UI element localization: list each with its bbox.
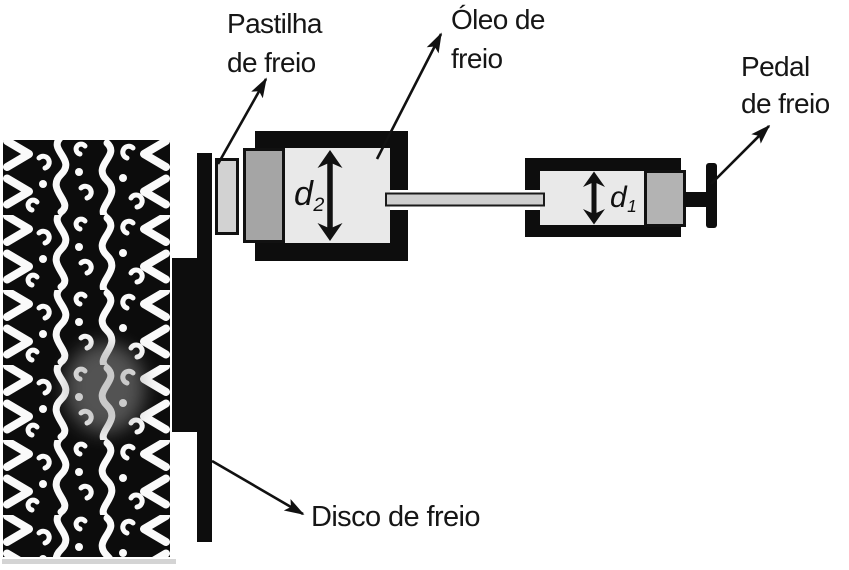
d1-dimension-arrow <box>583 171 605 225</box>
label-pedal-line1: Pedal <box>741 51 810 82</box>
pedal-lever <box>706 163 717 228</box>
label-disco-de-freio: Disco de freio <box>311 498 481 537</box>
label-oleo-line2: freio <box>451 43 503 74</box>
label-disco-text: Disco de freio <box>311 501 481 533</box>
brake-pad <box>215 158 239 235</box>
piston-rod <box>385 192 545 207</box>
master-piston <box>644 170 686 227</box>
label-oleo-de-freio: Óleo de freio <box>451 0 545 78</box>
arrow-pastilha-annotation <box>216 77 268 165</box>
label-d1-subscript: 1 <box>627 196 637 217</box>
label-oleo-line1: Óleo de <box>451 4 545 35</box>
tread-smudge-highlight <box>65 343 145 433</box>
label-pastilha-de-freio: Pastilha de freio <box>227 4 322 82</box>
tire-ground-shadow <box>2 559 176 564</box>
d2-dimension-arrow <box>317 150 343 241</box>
arrow-pedal-annotation <box>710 124 771 185</box>
label-d1-symbol: d <box>610 181 627 214</box>
wheel-hub-block <box>172 258 200 432</box>
caliper-piston <box>243 148 285 243</box>
label-pedal-de-freio: Pedal de freio <box>741 48 830 122</box>
arrow-oleo-annotation <box>375 32 443 160</box>
label-d2: d2 <box>294 177 324 216</box>
label-pastilha-line1: Pastilha <box>227 8 322 39</box>
label-pastilha-line2: de freio <box>227 47 316 78</box>
pedal-pushrod <box>684 192 708 207</box>
arrow-disco-annotation <box>211 459 305 516</box>
label-d1: d1 <box>610 181 637 217</box>
brake-disc <box>197 153 212 542</box>
label-d2-subscript: 2 <box>313 193 324 216</box>
label-d2-symbol: d <box>294 175 313 213</box>
label-pedal-line2: de freio <box>741 88 830 119</box>
